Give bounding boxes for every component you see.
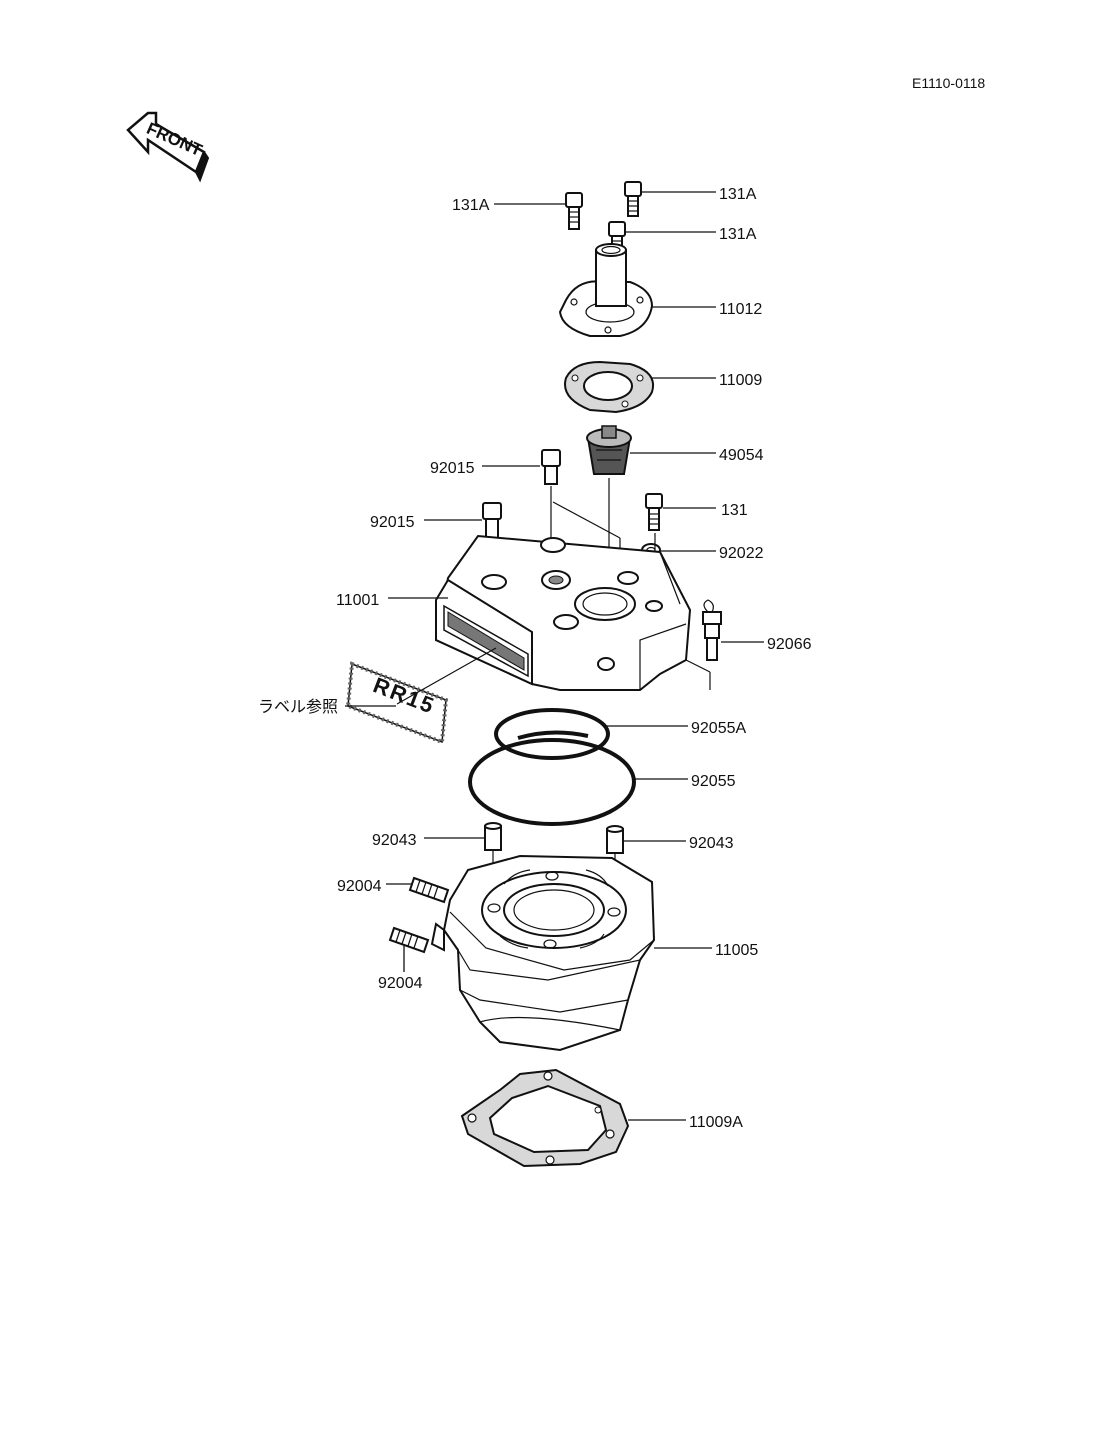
callout-11005: 11005 — [715, 942, 758, 959]
callout-92004-upper: 92004 — [337, 878, 382, 895]
stud-92004-lower — [388, 926, 430, 954]
gasket-11009a — [460, 1068, 630, 1168]
callout-131a-top: 131A — [719, 186, 757, 203]
bolt-131 — [645, 493, 663, 531]
dowel-92043-left — [484, 822, 502, 851]
callout-131a-right: 131A — [719, 226, 757, 243]
oring-92055 — [468, 738, 636, 826]
cylinder-11005 — [430, 854, 656, 1052]
callout-11001: 11001 — [336, 592, 379, 609]
bolt-92015-upper — [541, 449, 561, 485]
callout-11012: 11012 — [719, 301, 762, 318]
bolt-131a-top — [624, 181, 642, 217]
callout-92022: 92022 — [719, 545, 764, 562]
callout-131a-left: 131A — [452, 197, 490, 214]
callout-92015-upper: 92015 — [430, 460, 475, 477]
bolt-131a-left — [565, 192, 583, 230]
oring-92055a — [494, 708, 610, 760]
diagram-code: E1110-0118 — [912, 75, 985, 91]
callout-131: 131 — [721, 502, 748, 519]
callout-label-ref: ラベル参照 — [258, 698, 338, 716]
callout-49054: 49054 — [719, 447, 764, 464]
bolt-92015-lower — [482, 502, 502, 540]
dowel-92043-right — [606, 825, 624, 854]
sensor-92066 — [702, 599, 722, 661]
cover-11012 — [558, 243, 654, 337]
callout-92015-lower: 92015 — [370, 514, 415, 531]
callout-92055: 92055 — [691, 773, 736, 790]
callout-92004-lower: 92004 — [378, 975, 423, 992]
callout-92043-left: 92043 — [372, 832, 417, 849]
cylinder-head-11001 — [434, 534, 692, 691]
callout-92043-right: 92043 — [689, 835, 734, 852]
label-plate: RR15 — [345, 661, 449, 745]
stud-92004-upper — [408, 876, 450, 904]
front-arrow-icon: FRONT — [126, 111, 210, 183]
callout-11009a: 11009A — [689, 1114, 743, 1131]
thermostat-49054 — [586, 425, 632, 475]
callout-92055a: 92055A — [691, 720, 746, 737]
callout-92066: 92066 — [767, 636, 812, 653]
gasket-11009 — [564, 360, 654, 414]
callout-11009: 11009 — [719, 372, 762, 389]
